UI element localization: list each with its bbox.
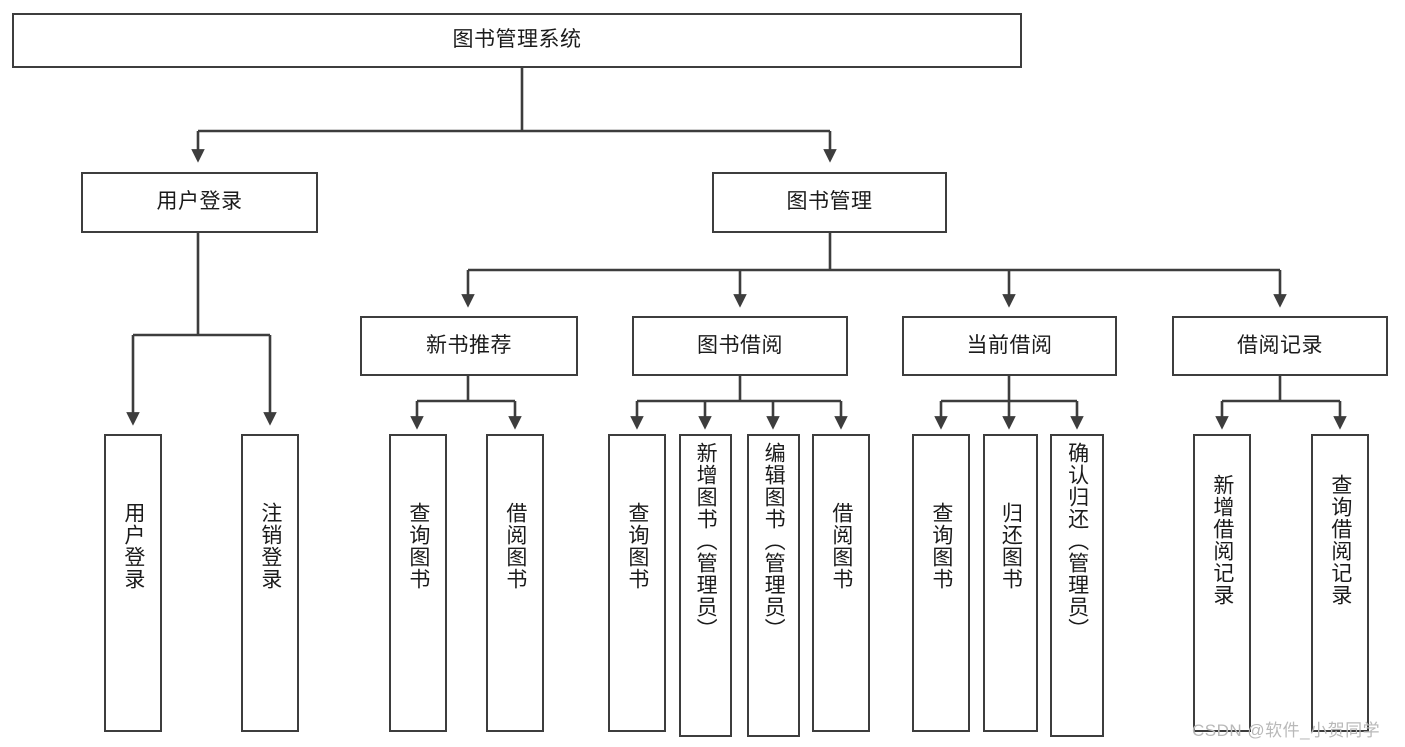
- node-current-borrow[interactable]: 当前借阅: [902, 316, 1117, 376]
- node-root-system[interactable]: 图书管理系统: [12, 13, 1022, 68]
- node-leaf-query-book-3[interactable]: 查询图书: [912, 434, 970, 732]
- node-leaf-borrow-book-2[interactable]: 借阅图书: [812, 434, 870, 732]
- node-book-manage[interactable]: 图书管理: [712, 172, 947, 233]
- node-label: 借阅图书: [503, 502, 527, 590]
- node-label: 编辑图书（管理员）: [762, 442, 786, 640]
- node-label: 新书推荐: [426, 333, 512, 357]
- node-leaf-query-book-1[interactable]: 查询图书: [389, 434, 447, 732]
- node-new-book-recommend[interactable]: 新书推荐: [360, 316, 578, 376]
- node-leaf-confirm-return[interactable]: 确认归还（管理员）: [1050, 434, 1104, 737]
- node-leaf-query-book-2[interactable]: 查询图书: [608, 434, 666, 732]
- node-leaf-user-login[interactable]: 用户登录: [104, 434, 162, 732]
- node-book-borrow[interactable]: 图书借阅: [632, 316, 848, 376]
- node-leaf-add-book[interactable]: 新增图书（管理员）: [679, 434, 732, 737]
- node-label: 归还图书: [999, 502, 1023, 590]
- node-label: 查询图书: [929, 502, 953, 590]
- node-leaf-logout-login[interactable]: 注销登录: [241, 434, 299, 732]
- node-label: 注销登录: [258, 502, 282, 590]
- node-leaf-edit-book[interactable]: 编辑图书（管理员）: [747, 434, 800, 737]
- node-label: 当前借阅: [966, 333, 1053, 357]
- node-label: 用户登录: [156, 190, 243, 214]
- node-label: 图书借阅: [697, 333, 783, 357]
- node-label: 新增图书（管理员）: [694, 442, 718, 640]
- node-borrow-record[interactable]: 借阅记录: [1172, 316, 1388, 376]
- node-leaf-return-book[interactable]: 归还图书: [983, 434, 1038, 732]
- node-label: 查询借阅记录: [1328, 474, 1352, 606]
- node-label: 图书管理: [786, 190, 873, 214]
- node-label: 确认归还（管理员）: [1065, 442, 1089, 640]
- node-label: 图书管理系统: [452, 28, 582, 52]
- node-leaf-borrow-book-1[interactable]: 借阅图书: [486, 434, 544, 732]
- node-user-login[interactable]: 用户登录: [81, 172, 318, 233]
- node-label: 新增借阅记录: [1210, 474, 1234, 606]
- node-label: 借阅图书: [829, 502, 853, 590]
- node-leaf-query-record[interactable]: 查询借阅记录: [1311, 434, 1369, 732]
- node-label: 查询图书: [625, 502, 649, 590]
- node-label: 查询图书: [406, 502, 430, 590]
- node-label: 借阅记录: [1237, 333, 1323, 357]
- node-leaf-add-record[interactable]: 新增借阅记录: [1193, 434, 1251, 732]
- node-label: 用户登录: [121, 502, 145, 590]
- csdn-watermark: CSDN @软件_小贺同学: [1192, 721, 1381, 740]
